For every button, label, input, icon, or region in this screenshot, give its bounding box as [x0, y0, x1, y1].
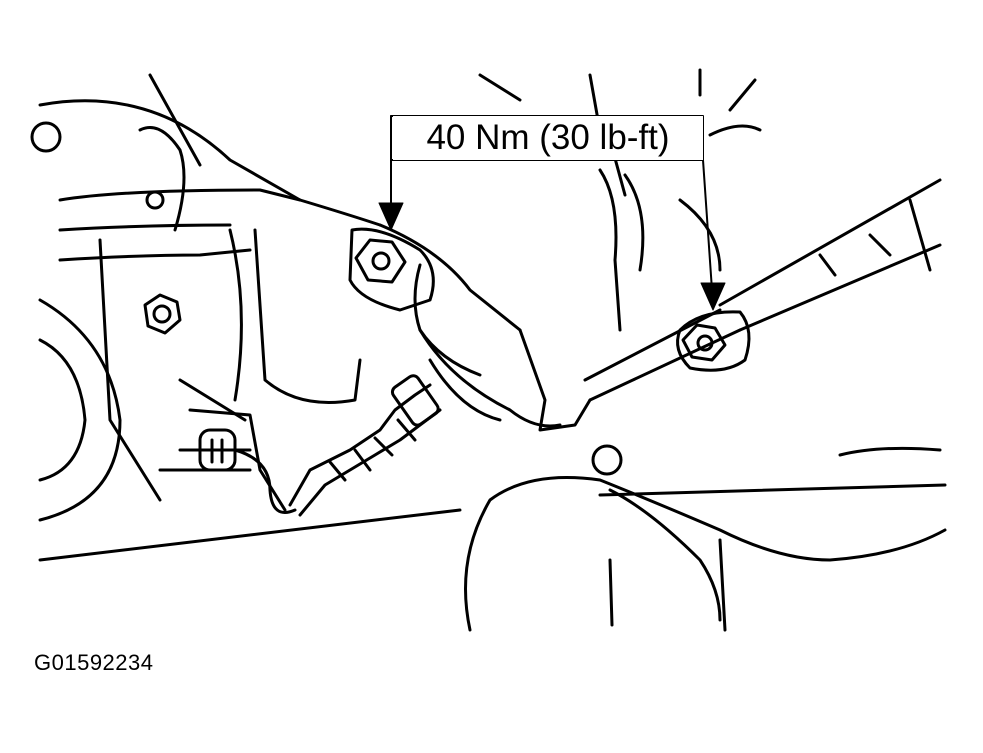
frame-rail-right	[598, 483, 947, 497]
sensor-connector	[198, 428, 297, 514]
port-circle	[30, 121, 62, 153]
figure-id-label: G01592234	[34, 650, 154, 675]
exhaust-pipe-upper	[378, 223, 522, 332]
frame-rail-lower	[38, 508, 462, 562]
left-block-bolt	[143, 293, 182, 335]
bracket-bolt	[676, 310, 751, 372]
torque-spec-label: 40 Nm (30 lb-ft)	[393, 116, 703, 160]
transmission-housing	[464, 476, 947, 632]
arrowhead-left	[378, 202, 404, 231]
arrowhead-right	[700, 282, 726, 311]
support-bracket	[718, 178, 942, 307]
oxygen-sensor	[288, 374, 442, 517]
exhaust-flange	[518, 328, 592, 432]
engine-block-outline	[38, 99, 382, 227]
manifold-flange-bolt	[348, 227, 435, 312]
mount-stud	[591, 444, 623, 476]
